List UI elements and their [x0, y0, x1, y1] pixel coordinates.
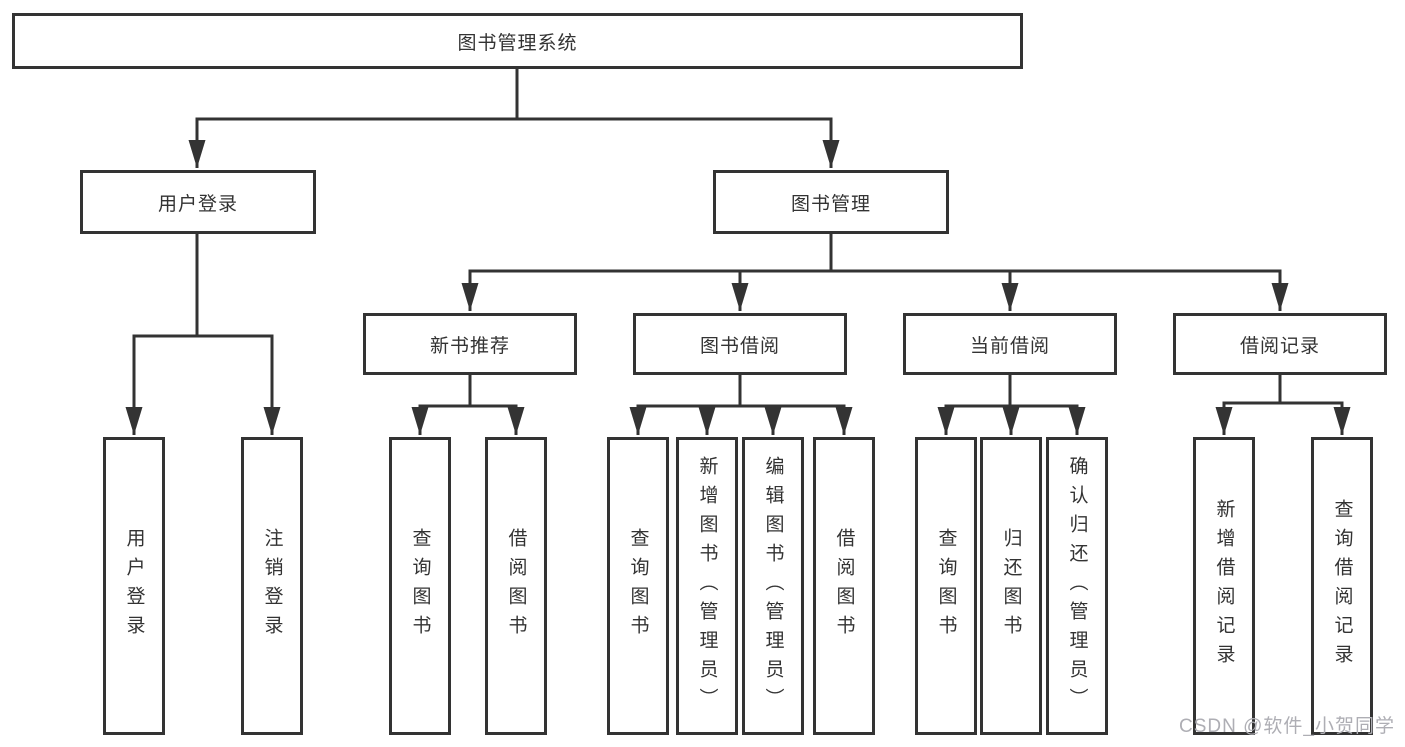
- node-label: 新增图书（管理员）: [696, 455, 718, 717]
- node-current-borrowing: 当前借阅: [903, 313, 1117, 375]
- node-book-management: 图书管理: [713, 170, 949, 234]
- leaf-borrowing-edit-books-admin: 编辑图书（管理员）: [742, 437, 804, 735]
- leaf-records-add-borrow-record: 新增借阅记录: [1193, 437, 1255, 735]
- node-label: 注销登录: [261, 528, 283, 644]
- node-label: 查询图书: [935, 528, 957, 644]
- node-library-management-system: 图书管理系统: [12, 13, 1023, 69]
- leaf-borrowing-add-books-admin: 新增图书（管理员）: [676, 437, 738, 735]
- leaf-borrowing-borrow-books: 借阅图书: [813, 437, 875, 735]
- node-label: 查询借阅记录: [1331, 499, 1353, 673]
- node-label: 查询图书: [627, 528, 649, 644]
- node-label: 查询图书: [409, 528, 431, 644]
- node-label: 新书推荐: [429, 335, 510, 357]
- leaf-current-return-books: 归还图书: [980, 437, 1042, 735]
- leaf-recommend-query-books: 查询图书: [389, 437, 451, 735]
- node-label: 借阅图书: [505, 528, 527, 644]
- leaf-logout: 注销登录: [241, 437, 303, 735]
- node-label: 当前借阅: [969, 335, 1050, 357]
- node-label: 图书管理: [790, 193, 871, 215]
- node-label: 用户登录: [157, 193, 238, 215]
- leaf-borrowing-query-books: 查询图书: [607, 437, 669, 735]
- node-label: 借阅图书: [833, 528, 855, 644]
- csdn-watermark: CSDN @软件_小贺同学: [1179, 716, 1395, 737]
- leaf-user-login: 用户登录: [103, 437, 165, 735]
- node-label: 用户登录: [123, 528, 145, 644]
- node-label: 确认归还（管理员）: [1066, 455, 1088, 717]
- leaf-recommend-borrow-books: 借阅图书: [485, 437, 547, 735]
- node-label: 借阅记录: [1239, 335, 1320, 357]
- node-label: 图书管理系统: [457, 32, 578, 54]
- leaf-current-query-books: 查询图书: [915, 437, 977, 735]
- node-book-borrowing: 图书借阅: [633, 313, 847, 375]
- node-label: 新增借阅记录: [1213, 499, 1235, 673]
- node-label: 图书借阅: [699, 335, 780, 357]
- node-new-book-recommend: 新书推荐: [363, 313, 577, 375]
- leaf-records-query-borrow-record: 查询借阅记录: [1311, 437, 1373, 735]
- node-user-login: 用户登录: [80, 170, 316, 234]
- node-label: 归还图书: [1000, 528, 1022, 644]
- node-borrow-records: 借阅记录: [1173, 313, 1387, 375]
- node-label: 编辑图书（管理员）: [762, 455, 784, 717]
- leaf-current-confirm-return-admin: 确认归还（管理员）: [1046, 437, 1108, 735]
